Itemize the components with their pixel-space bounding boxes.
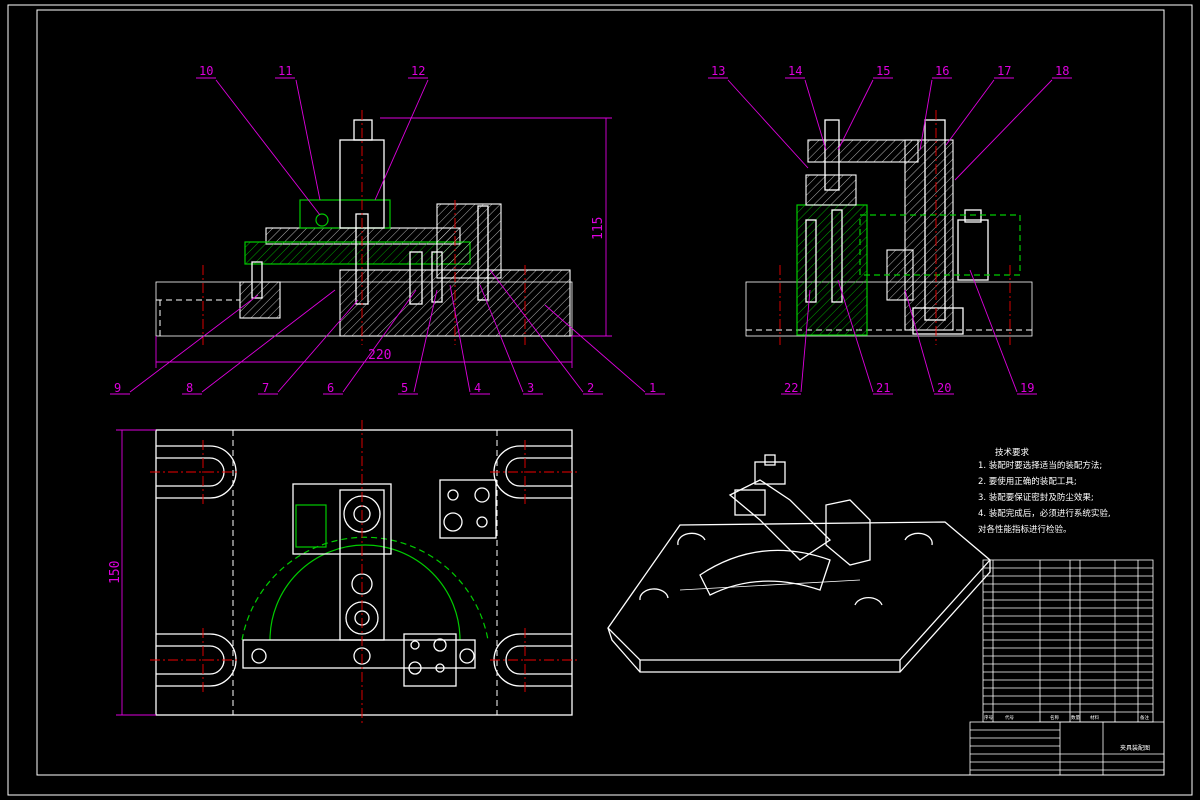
svg-text:备注: 备注 (1140, 714, 1149, 721)
title-block: 代号 名称 数量 材料 备注 序号 夹具装配图 (969, 559, 1165, 776)
svg-text:9: 9 (114, 381, 121, 395)
svg-text:名称: 名称 (1050, 714, 1059, 721)
svg-text:15: 15 (876, 64, 890, 78)
svg-text:序号: 序号 (984, 714, 993, 721)
isometric-view (607, 454, 991, 673)
svg-text:19: 19 (1020, 381, 1034, 395)
svg-text:7: 7 (262, 381, 269, 395)
svg-text:代号: 代号 (1005, 714, 1014, 721)
side-view (745, 110, 1033, 345)
svg-text:14: 14 (788, 64, 802, 78)
svg-text:1. 装配时要选择适当的装配方法;: 1. 装配时要选择适当的装配方法; (978, 460, 1102, 471)
svg-text:17: 17 (997, 64, 1011, 78)
dim-115: 115 (591, 217, 606, 240)
svg-text:8: 8 (186, 381, 193, 395)
svg-text:材料: 材料 (1090, 714, 1099, 721)
svg-text:1: 1 (649, 381, 656, 395)
svg-text:13: 13 (711, 64, 725, 78)
dim-150: 150 (108, 561, 123, 584)
side-leaders (708, 77, 1072, 395)
svg-text:16: 16 (935, 64, 949, 78)
svg-text:4. 装配完成后，必须进行系统实验,: 4. 装配完成后，必须进行系统实验, (978, 508, 1111, 519)
svg-text:12: 12 (411, 64, 425, 78)
svg-text:3. 装配要保证密封及防尘效果;: 3. 装配要保证密封及防尘效果; (978, 492, 1094, 503)
svg-text:20: 20 (937, 381, 951, 395)
outer-border (7, 4, 1193, 796)
front-part-labels: 10 11 12 9 8 7 6 5 4 3 2 1 (114, 64, 656, 395)
svg-text:2. 要使用正确的装配工具;: 2. 要使用正确的装配工具; (978, 476, 1077, 487)
dim-220: 220 (368, 348, 391, 363)
plan-view: 150 (108, 420, 580, 725)
inner-border (36, 9, 1165, 776)
svg-text:数量: 数量 (1071, 714, 1080, 721)
svg-text:21: 21 (876, 381, 890, 395)
technical-notes: 技术要求 1. 装配时要选择适当的装配方法; 2. 要使用正确的装配工具; 3.… (978, 447, 1111, 535)
front-leaders (110, 77, 665, 395)
svg-text:3: 3 (527, 381, 534, 395)
notes-title: 技术要求 (995, 447, 1030, 458)
drawing-name: 夹具装配图 (1120, 744, 1150, 752)
front-view: 115 220 (155, 110, 612, 368)
svg-text:6: 6 (327, 381, 334, 395)
svg-text:对各性能指标进行检验。: 对各性能指标进行检验。 (978, 524, 1072, 535)
svg-text:22: 22 (784, 381, 798, 395)
svg-text:5: 5 (401, 381, 408, 395)
svg-text:4: 4 (474, 381, 481, 395)
svg-text:2: 2 (587, 381, 594, 395)
svg-text:11: 11 (278, 64, 292, 78)
svg-text:10: 10 (199, 64, 213, 78)
svg-text:18: 18 (1055, 64, 1069, 78)
side-part-labels: 13 14 15 16 17 18 22 21 20 19 (711, 64, 1069, 395)
